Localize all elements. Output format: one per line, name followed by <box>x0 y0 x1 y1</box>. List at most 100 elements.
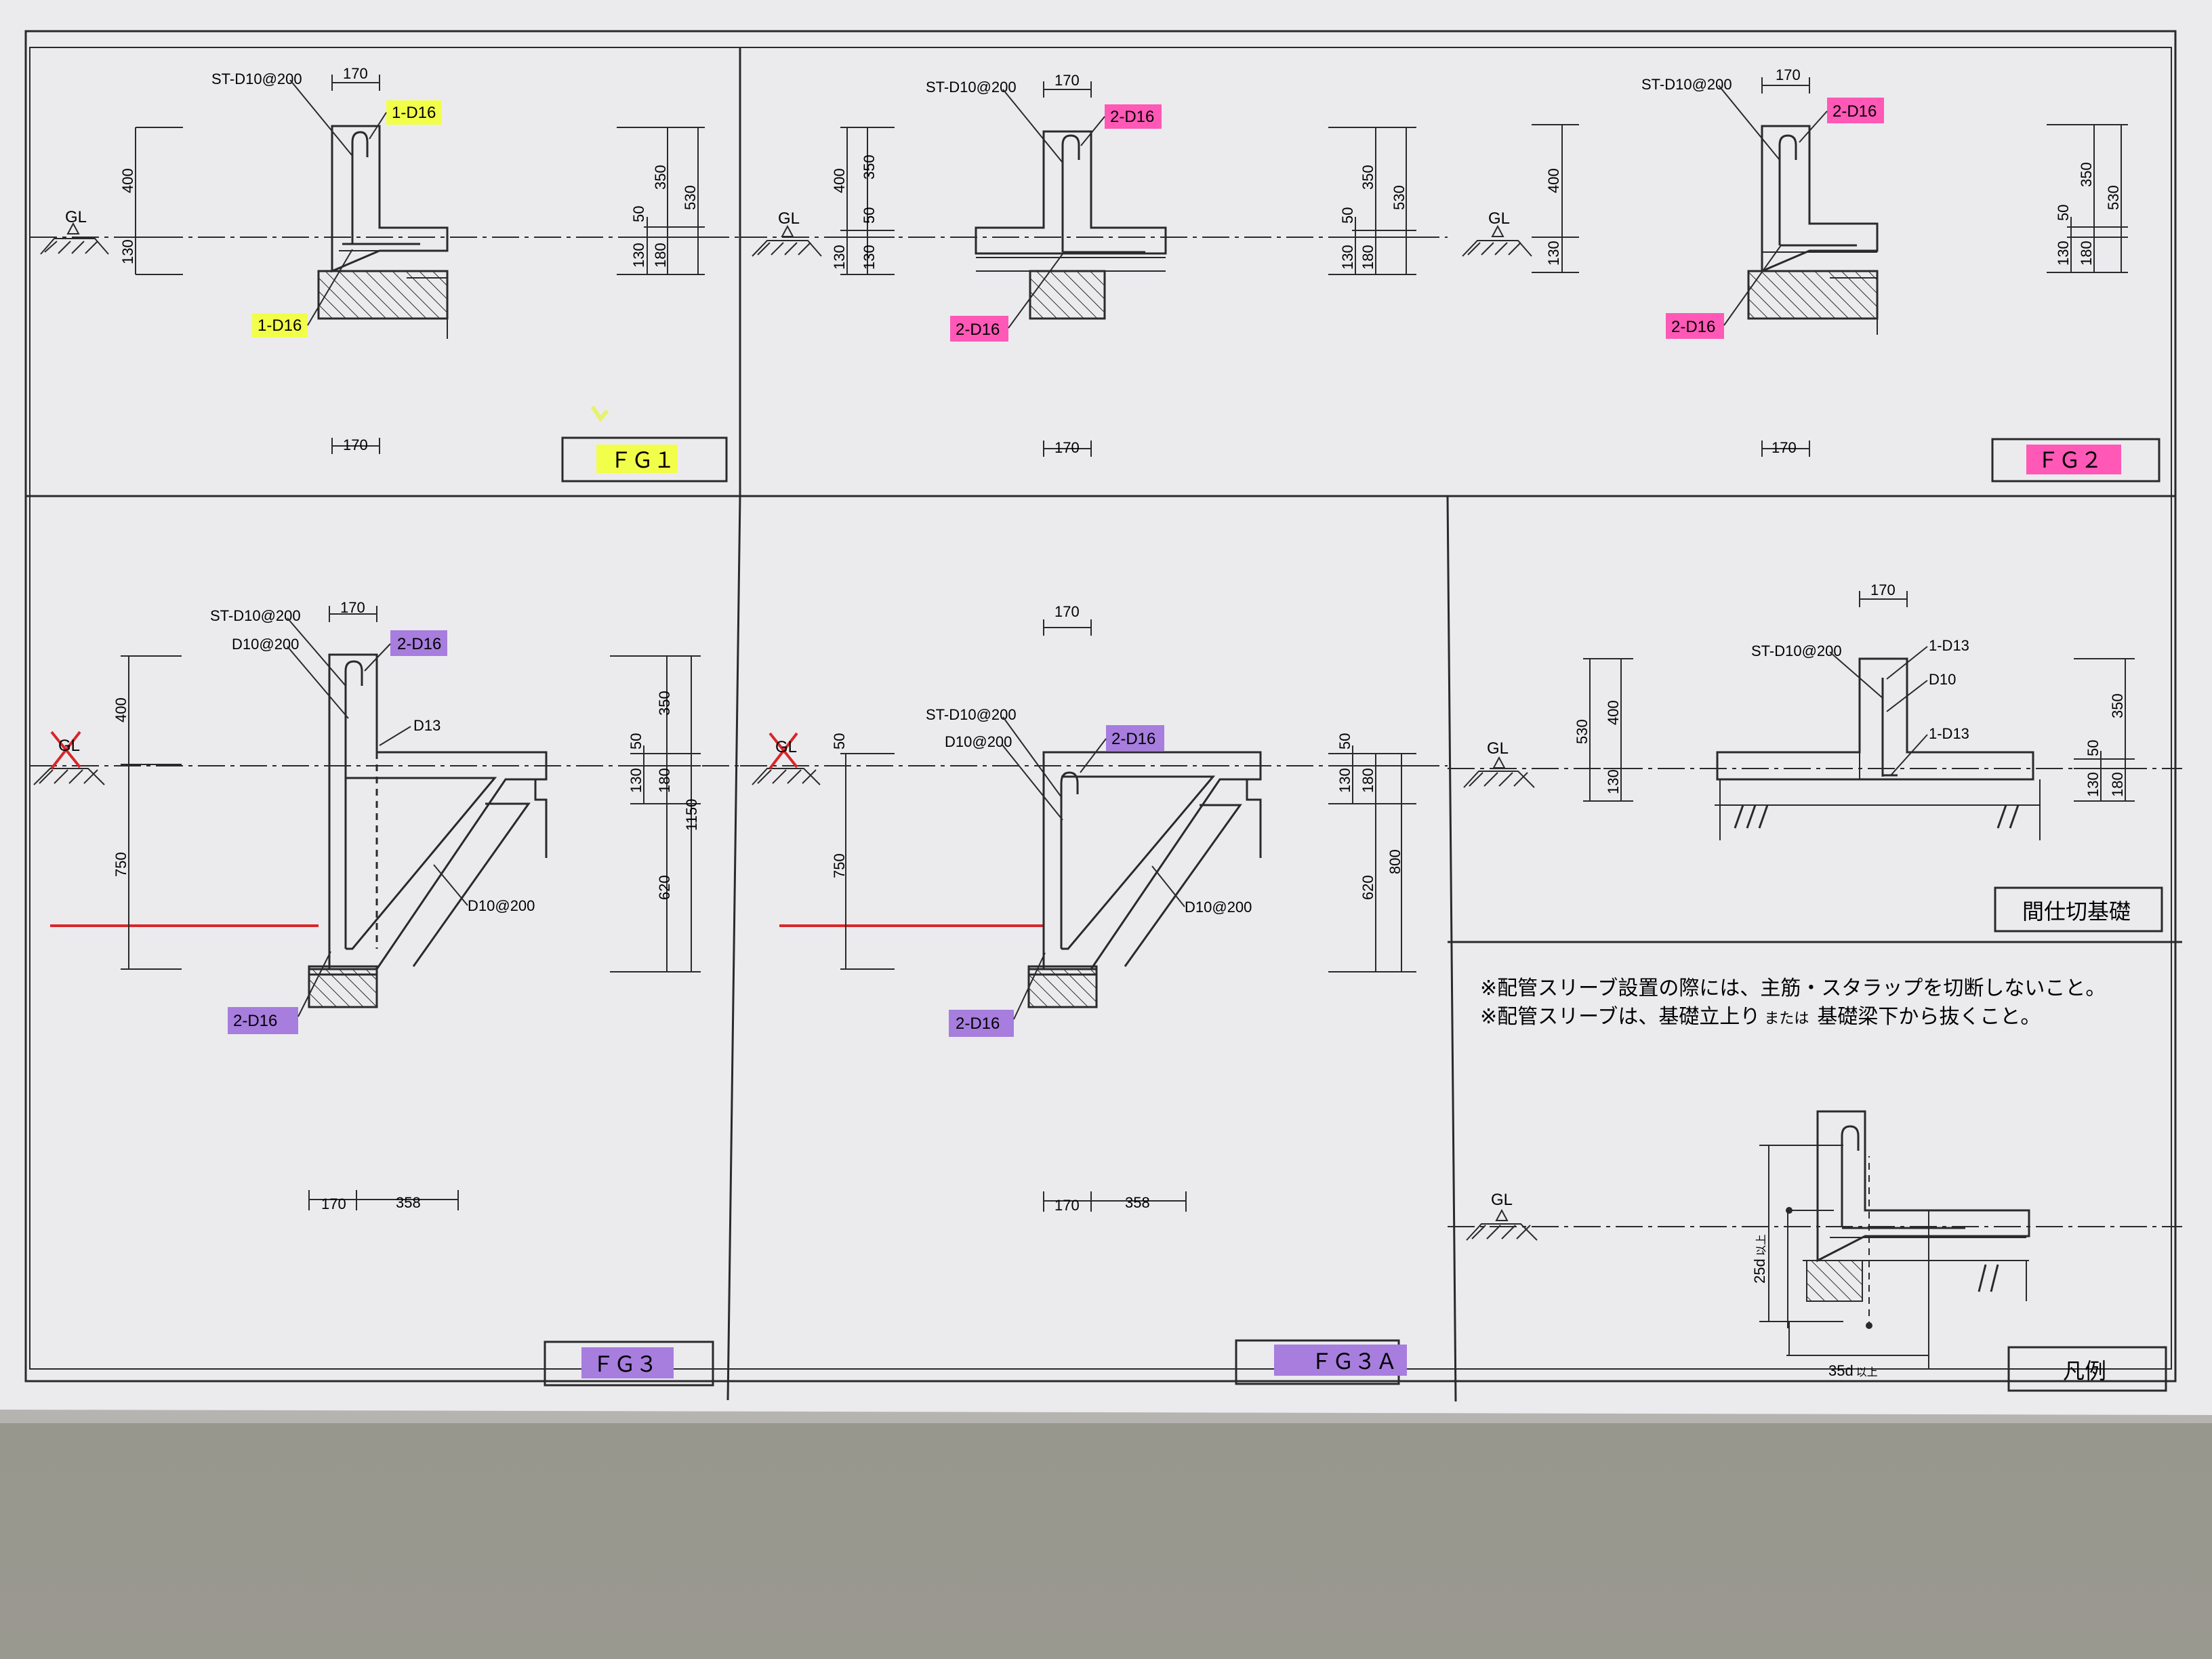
dim-350-r: 350 <box>1359 165 1376 190</box>
footing-section <box>1027 751 1262 1008</box>
dimension-lines <box>840 619 1416 1212</box>
gl-label: GL <box>778 209 800 228</box>
dim-130b: 130 <box>630 243 647 268</box>
footing-section <box>308 653 548 1008</box>
dim-170-bottom: 170 <box>1771 439 1797 456</box>
dim-800: 800 <box>1387 849 1404 874</box>
highlight-yellow <box>386 100 442 125</box>
note-2-small: または <box>1764 1010 1809 1027</box>
dim-170-top: 170 <box>1054 603 1080 620</box>
panel-title: ＦＧ１ <box>610 447 675 473</box>
dim-530: 530 <box>2105 185 2122 210</box>
stirrup-label: ST-D10@200 <box>210 607 301 624</box>
dim-350: 350 <box>861 155 878 180</box>
dim-130: 130 <box>1336 768 1353 793</box>
top-bar-label: 2-D16 <box>1832 102 1877 121</box>
top-bar-label: 2-D16 <box>1111 730 1155 748</box>
gl-label: GL <box>1487 739 1509 758</box>
dim-50: 50 <box>630 206 647 222</box>
dim-400: 400 <box>1545 168 1562 193</box>
gl-symbol <box>40 222 109 255</box>
dim-1150: 1150 <box>683 799 700 831</box>
dimension-lines <box>840 81 1416 457</box>
highlight-yellow <box>596 445 678 473</box>
note-2-end: 基礎梁下から抜くこと。 <box>1817 1005 2041 1029</box>
dim-50-r: 50 <box>1339 207 1356 224</box>
dim-400: 400 <box>112 697 129 722</box>
bottom-bar-label: 2-D16 <box>1671 318 1715 336</box>
sheet-frame <box>24 30 2182 1402</box>
diag-bar-label: D10@200 <box>468 897 535 914</box>
note-2: ※配管スリーブは、基礎立上りまたは基礎梁下から抜くこと。 <box>1480 1005 2041 1029</box>
title-box <box>2007 1346 2167 1392</box>
top-bar-label: 2-D16 <box>1110 108 1154 126</box>
highlight-purple <box>1274 1345 1407 1376</box>
stirrup-label: ST-D10@200 <box>926 706 1017 723</box>
panel-partition: GL ST-D10@200 1-D13 D10 1-D13 170 530 <box>1448 581 2182 933</box>
dimension-lines <box>121 606 701 1210</box>
dim-180: 180 <box>652 243 669 268</box>
dim-400: 400 <box>119 168 136 193</box>
gl-label: GL <box>775 738 797 756</box>
bottom-bar-label: 2-D16 <box>956 321 1000 339</box>
panel-title: ＦＧ３ <box>592 1351 657 1377</box>
diag-bar-label: D10@200 <box>1185 899 1252 916</box>
dim-180: 180 <box>1359 768 1376 793</box>
dim-180: 180 <box>1359 245 1376 270</box>
title-box <box>544 1340 714 1387</box>
dim-35d-note: 以上 <box>1856 1366 1878 1378</box>
dim-50: 50 <box>2085 740 2102 756</box>
dim-170-top: 170 <box>340 599 365 616</box>
dimension-lines <box>1759 1145 1929 1369</box>
paper-sheet <box>0 0 2212 1415</box>
dim-750: 750 <box>112 852 129 877</box>
stirrup-label: ST-D10@200 <box>1641 76 1732 93</box>
dim-50: 50 <box>861 207 878 224</box>
gl-label: GL <box>1488 209 1510 228</box>
panel-legend: ※配管スリーブ設置の際には、主筋・スタラップを切断しないこと。 ※配管スリーブは… <box>1448 977 2182 1392</box>
dim-180: 180 <box>656 768 673 793</box>
gl-label: GL <box>65 208 87 226</box>
panel-fg2-variant: GL ST-D10@200 2-D16 2-D16 170 170 400 <box>740 72 1448 457</box>
dim-130: 130 <box>628 768 644 793</box>
dim-130-r: 130 <box>1339 245 1356 270</box>
dimension-lines <box>135 75 705 454</box>
top-bar-label: 1-D13 <box>1929 637 1969 654</box>
web-bar-label: D10@200 <box>945 733 1012 750</box>
panel-title: 凡例 <box>2063 1358 2106 1384</box>
highlighter-mark <box>590 405 609 423</box>
panel-fg3: GL ST-D10@200 D10@200 2-D16 D13 <box>30 599 740 1387</box>
dim-400: 400 <box>831 168 848 193</box>
highlight-pink <box>1666 313 1724 339</box>
dim-25d: 25d以上 <box>1751 1234 1768 1284</box>
footing-section <box>975 130 1167 320</box>
title-box <box>1994 886 2163 933</box>
note-2-main: ※配管スリーブは、基礎立上り <box>1480 1005 1760 1029</box>
dim-170-top: 170 <box>343 65 368 82</box>
dim-130: 130 <box>1545 241 1562 266</box>
highlight-purple <box>581 1347 674 1378</box>
dim-130-r: 130 <box>2055 241 2072 266</box>
dim-25d-note: 以上 <box>1755 1234 1767 1256</box>
footing-section <box>1747 125 1879 335</box>
dim-130-c: 130 <box>861 245 878 270</box>
gl-symbol <box>1462 224 1532 257</box>
dim-130: 130 <box>119 239 136 264</box>
panel-fg1: GL ST-D10@200 1-D16 1-D16 170 170 400 <box>30 65 740 483</box>
highlight-purple <box>228 1007 298 1034</box>
d13-label: D13 <box>413 717 441 734</box>
gl-symbol <box>752 224 822 257</box>
dim-130: 130 <box>831 245 848 270</box>
dim-170: 170 <box>321 1195 346 1212</box>
dim-170-bottom: 170 <box>1054 439 1080 456</box>
bottom-bar-label: 2-D16 <box>956 1015 1000 1033</box>
dim-350: 350 <box>2078 162 2095 187</box>
panel-title: ＦＧ３Ａ <box>1311 1349 1397 1374</box>
title-box <box>1991 438 2160 483</box>
dimension-lines <box>1583 591 2135 802</box>
dim-350: 350 <box>656 691 673 716</box>
footing-section <box>1715 657 2041 840</box>
highlight-purple <box>949 1010 1014 1037</box>
footing-section <box>317 125 449 339</box>
